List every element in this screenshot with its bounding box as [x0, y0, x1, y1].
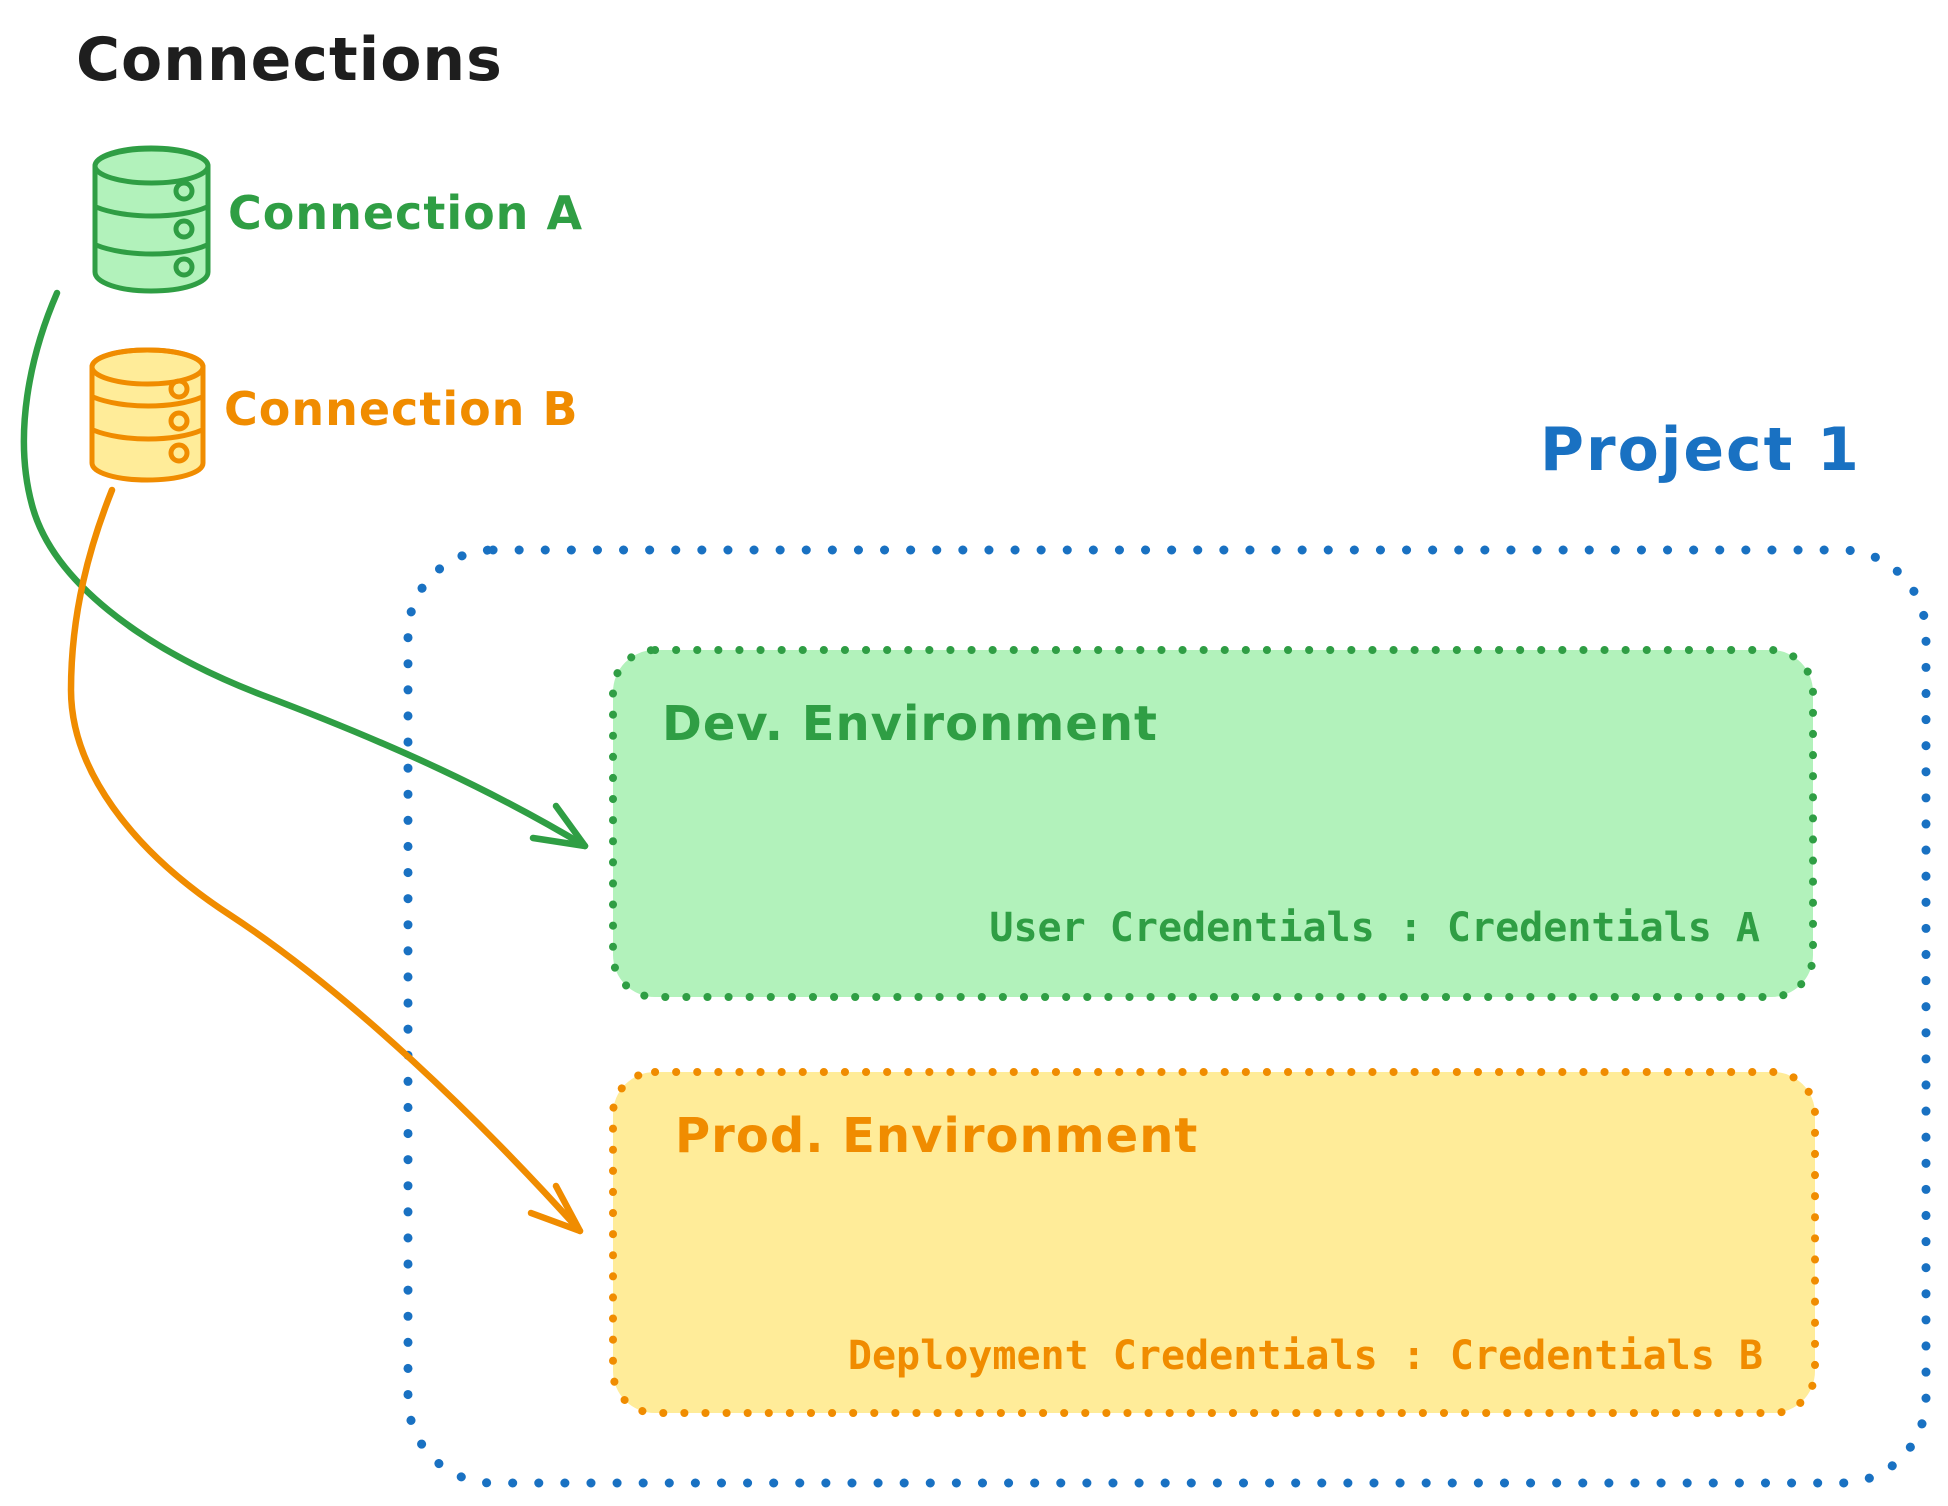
connection-b-label: Connection B: [224, 382, 579, 436]
dev-environment-credentials-text: User Credentials : Credentials A: [989, 905, 1760, 951]
arrow-connection-a-to-dev[interactable]: [20, 289, 589, 850]
diagram-title: Connections: [76, 25, 503, 95]
dev-environment-box[interactable]: [609, 646, 1817, 1001]
prod-environment-title: Prod. Environment: [675, 1108, 1199, 1164]
connection-a-database-icon[interactable]: [92, 145, 211, 294]
prod-environment-credentials-text: Deployment Credentials : Credentials B: [847, 1333, 1763, 1379]
connection-b-database-icon[interactable]: [89, 347, 206, 483]
project-1-title: Project 1: [1540, 415, 1861, 485]
project-1-container-box[interactable]: [403, 545, 1931, 1488]
connection-a-label: Connection A: [228, 186, 584, 240]
prod-environment-box[interactable]: [609, 1068, 1819, 1417]
arrow-connection-b-to-prod[interactable]: [67, 486, 584, 1235]
dev-environment-title: Dev. Environment: [662, 696, 1158, 752]
